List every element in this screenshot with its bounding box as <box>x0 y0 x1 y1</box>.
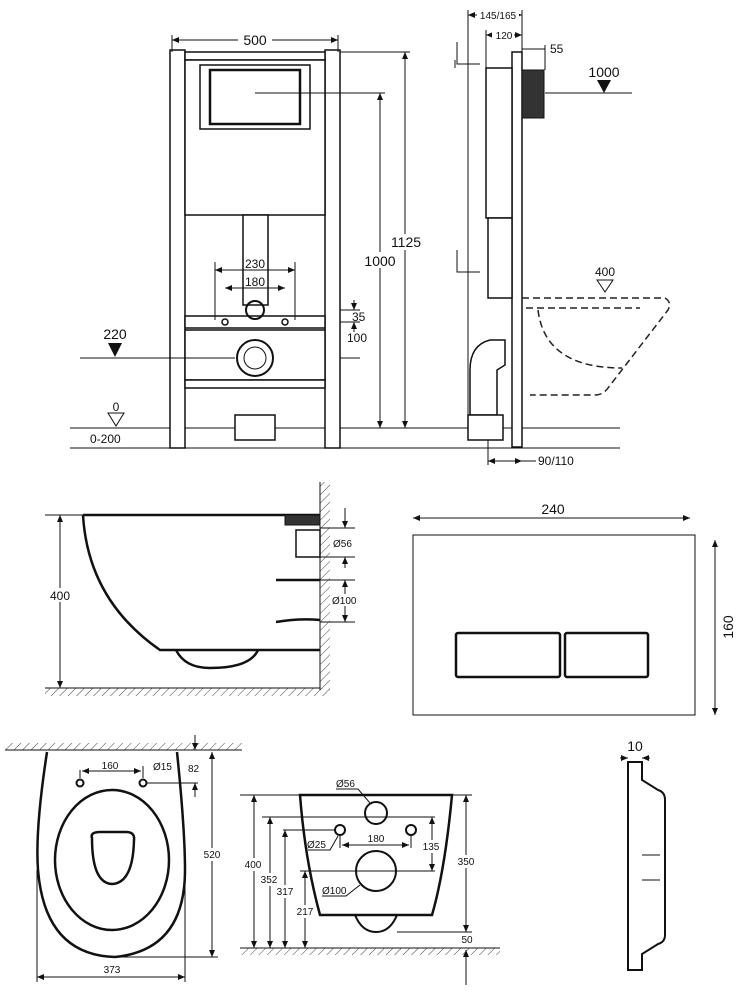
dim-400-side: 400 <box>50 589 70 603</box>
level-220: 220 <box>103 326 127 342</box>
inlet-diameter-rear: Ø56 <box>336 779 355 790</box>
level-marker-hollow <box>107 412 125 427</box>
dim-350: 350 <box>458 857 475 868</box>
inlet-diameter: Ø56 <box>333 539 352 550</box>
bowl-dashed-outline <box>522 297 671 396</box>
dim-55: 55 <box>550 42 564 56</box>
drain-elbow <box>234 414 276 441</box>
flush-button-large[interactable] <box>454 631 562 679</box>
bowl-top-view: 160 Ø15 82 520 373 <box>5 735 242 982</box>
dim-90-110: 90/110 <box>538 454 574 468</box>
bowl-side-outline <box>81 513 320 652</box>
dim-100: 100 <box>347 331 367 345</box>
flush-plate-outline <box>412 534 696 716</box>
dim-400-rear: 400 <box>245 860 262 871</box>
dim-317: 317 <box>277 887 294 898</box>
dim-230: 230 <box>245 257 265 271</box>
bolt-diameter: Ø25 <box>307 840 326 851</box>
dim-width-500: 500 <box>243 32 267 48</box>
dim-145-165: 145/165 <box>480 11 517 22</box>
dim-135: 135 <box>423 842 440 853</box>
bolt-hole-right <box>405 824 417 836</box>
lower-box <box>184 329 326 381</box>
outlet-diameter: Ø100 <box>332 596 357 607</box>
seat-outline <box>53 788 171 932</box>
side-drain-elbow <box>469 339 506 416</box>
seat-hole-right <box>138 778 148 788</box>
bowl-rear-outline <box>298 793 454 917</box>
level-400: 400 <box>595 265 615 279</box>
dim-160-top: 160 <box>102 761 119 772</box>
level-marker-filled <box>108 343 122 357</box>
level-1000: 1000 <box>588 64 619 80</box>
outlet-diameter-rear: Ø100 <box>322 886 347 897</box>
flush-plate-view: 240 160 10 <box>412 501 736 971</box>
side-view: 1000 145/165 120 55 400 90/110 <box>454 8 671 468</box>
dim-1000: 1000 <box>364 253 395 269</box>
dim-180: 180 <box>245 275 265 289</box>
seat-hole-left <box>75 778 85 788</box>
flush-button-small[interactable] <box>563 631 650 679</box>
frame-rail-right <box>324 49 341 449</box>
side-cistern <box>485 67 513 219</box>
seat-opening <box>90 830 136 886</box>
flush-plate-front <box>208 68 302 126</box>
front-view: 500 230 180 35 100 220 0 0-200 1000 1125 <box>70 32 620 449</box>
outlet-connector <box>236 339 274 377</box>
dim-50: 50 <box>461 935 473 946</box>
dim-373: 373 <box>104 965 121 976</box>
frame-top-bar <box>184 51 326 61</box>
inlet-connector <box>245 300 265 320</box>
dim-520: 520 <box>204 850 221 861</box>
dim-217: 217 <box>297 907 314 918</box>
dim-120: 120 <box>496 31 513 42</box>
bowl-rear-base <box>354 914 398 934</box>
bowl-rear-view: Ø56 Ø25 180 135 350 400 352 317 Ø100 217… <box>240 779 500 985</box>
inlet-hole <box>364 801 388 825</box>
cross-bar <box>184 315 326 329</box>
bolt-hole-left <box>334 824 346 836</box>
floor-range: 0-200 <box>90 432 121 446</box>
flush-opening <box>199 64 311 130</box>
dim-352: 352 <box>261 875 278 886</box>
dim-160: 160 <box>720 615 736 639</box>
level-0: 0 <box>113 400 120 414</box>
side-frame-rail <box>511 51 523 448</box>
dim-240: 240 <box>541 501 565 517</box>
side-flush-pipe <box>487 217 513 299</box>
dim-82: 82 <box>188 764 200 775</box>
bowl-side-view: 400 Ø56 Ø100 <box>45 482 361 696</box>
frame-rail-left <box>169 49 186 449</box>
dim-1125: 1125 <box>391 234 421 250</box>
dim-35: 35 <box>352 310 366 324</box>
hole-diameter: Ø15 <box>153 762 172 773</box>
dim-10: 10 <box>627 738 643 754</box>
side-flush-plate <box>521 69 545 119</box>
flush-plate-profile <box>627 761 666 971</box>
dim-180-rear: 180 <box>368 834 385 845</box>
